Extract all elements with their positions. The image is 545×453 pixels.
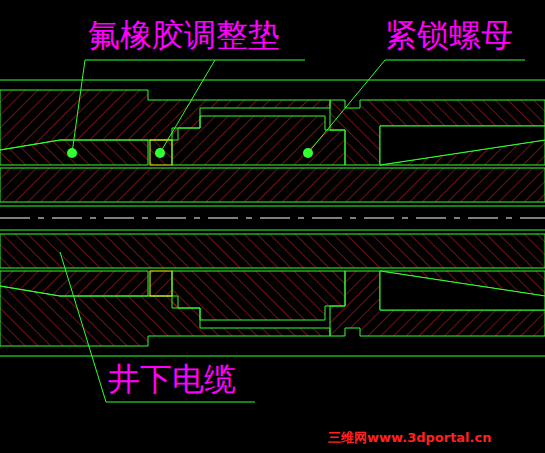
part-label: 井下电缆 — [106, 362, 238, 397]
part-label: 紧锁螺母 — [383, 18, 515, 53]
watermark: 三维网www.3dportal.cn — [328, 429, 491, 447]
part-label: 氟橡胶调整垫 — [86, 18, 282, 53]
